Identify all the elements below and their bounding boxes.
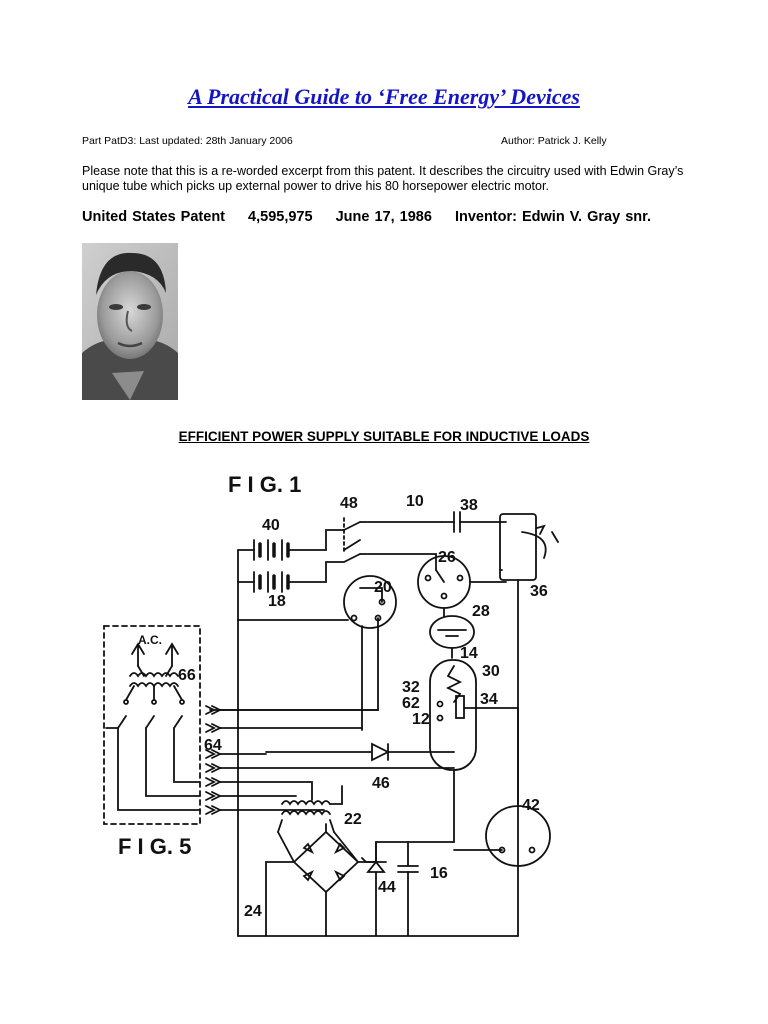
inventor-portrait [82, 243, 178, 400]
ref-38: 38 [460, 497, 478, 514]
ref-30: 30 [482, 663, 500, 680]
ref-12: 12 [412, 711, 430, 728]
fig5-label: F I G. 5 [118, 834, 191, 859]
ref-40: 40 [262, 517, 280, 534]
ref-20: 20 [374, 579, 392, 596]
patent-number: 4,595,975 [248, 209, 313, 225]
ref-28: 28 [472, 603, 490, 620]
ref-24: 24 [244, 903, 262, 920]
ref-16: 16 [430, 865, 448, 882]
ref-64: 64 [204, 737, 222, 754]
document-title: A Practical Guide to ‘Free Energy’ Devic… [188, 84, 580, 109]
circuit-diagram: F I G. 1 F I G. 5 A.C. 10 12 14 16 18 20… [82, 470, 564, 940]
ref-44: 44 [378, 879, 396, 896]
intro-note: Please note that this is a re-worded exc… [82, 164, 684, 193]
patent-date: June 17, 1986 [335, 209, 432, 225]
ref-14: 14 [460, 645, 478, 662]
ref-22: 22 [344, 811, 362, 828]
patent-country: United States Patent [82, 209, 225, 225]
ref-66: 66 [178, 667, 196, 684]
ref-10: 10 [406, 493, 424, 510]
patent-line: United States Patent 4,595,975 June 17, … [82, 209, 669, 225]
battery-18-symbol [253, 571, 290, 593]
fig1-label: F I G. 1 [228, 472, 301, 497]
ref-36: 36 [530, 583, 548, 600]
patent-inventor: Inventor: Edwin V. Gray snr. [454, 209, 651, 225]
ref-32: 32 [402, 679, 420, 696]
author: Author: Patrick J. Kelly [501, 135, 607, 147]
part-info: Part PatD3: Last updated: 28th January 2… [82, 135, 293, 147]
ref-62: 62 [402, 695, 420, 712]
ac-label: A.C. [138, 633, 162, 647]
ref-26: 26 [438, 549, 456, 566]
ref-46: 46 [372, 775, 390, 792]
ref-48: 48 [340, 495, 358, 512]
section-subtitle: EFFICIENT POWER SUPPLY SUITABLE FOR INDU… [178, 429, 590, 444]
ref-18: 18 [268, 593, 286, 610]
ref-34: 34 [480, 691, 498, 708]
ref-42: 42 [522, 797, 540, 814]
